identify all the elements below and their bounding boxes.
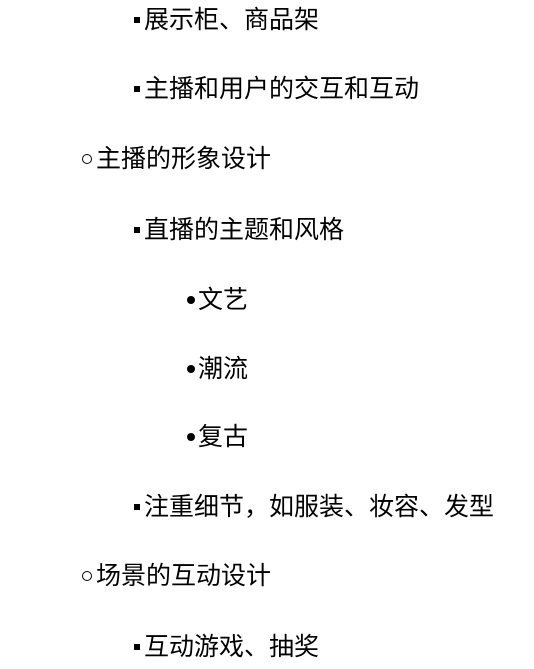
square-bullet-icon — [134, 644, 140, 650]
disc-bullet-icon — [187, 365, 195, 373]
list-item: 互动游戏、抽奖 — [134, 627, 319, 667]
list-item: 主播的形象设计 — [82, 139, 271, 179]
list-item-text: 文艺 — [198, 285, 249, 314]
disc-bullet-icon — [187, 433, 195, 441]
circle-bullet-icon — [82, 571, 92, 581]
list-item: 文艺 — [187, 280, 248, 320]
list-item-text: 主播的形象设计 — [96, 144, 272, 173]
circle-bullet-icon — [82, 154, 92, 164]
square-bullet-icon — [134, 86, 140, 92]
list-item: 主播和用户的交互和互动 — [134, 69, 419, 109]
square-bullet-icon — [134, 504, 140, 510]
list-item: 注重细节，如服装、妆容、发型 — [134, 487, 494, 527]
list-item-text: 潮流 — [198, 354, 249, 383]
list-item-text: 互动游戏、抽奖 — [144, 632, 320, 661]
list-item: 展示柜、商品架 — [134, 0, 319, 40]
list-item-text: 展示柜、商品架 — [144, 5, 320, 34]
list-item-text: 注重细节，如服装、妆容、发型 — [144, 492, 495, 521]
list-item-text: 主播和用户的交互和互动 — [144, 74, 420, 103]
square-bullet-icon — [134, 227, 140, 233]
list-item: 复古 — [187, 417, 248, 457]
list-item-text: 复古 — [198, 422, 249, 451]
list-item-text: 场景的互动设计 — [96, 561, 272, 590]
list-item: 直播的主题和风格 — [134, 210, 344, 250]
square-bullet-icon — [134, 17, 140, 23]
list-item-text: 直播的主题和风格 — [144, 215, 345, 244]
list-item: 场景的互动设计 — [82, 556, 271, 596]
disc-bullet-icon — [187, 296, 195, 304]
list-item: 潮流 — [187, 349, 248, 389]
